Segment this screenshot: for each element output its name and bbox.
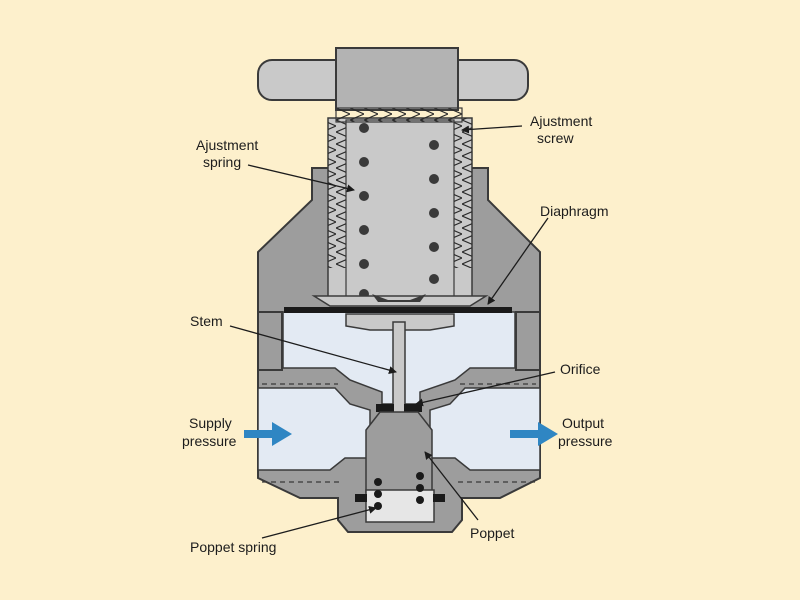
stem	[392, 321, 406, 417]
labels: Ajustment screw Ajustment spring Diaphra…	[182, 113, 613, 555]
thread-right	[454, 118, 472, 268]
orifice-seat	[376, 404, 422, 412]
screw-threads	[335, 107, 463, 123]
output-flow-arrow	[510, 422, 558, 446]
label-output-pressure-line2: pressure	[558, 433, 613, 449]
supply-flow-arrow	[244, 422, 292, 446]
label-supply-pressure-line2: pressure	[182, 433, 237, 449]
label-poppet: Poppet	[470, 525, 514, 541]
thread-left	[328, 118, 346, 268]
label-adjustment-spring-line1: Ajustment	[196, 137, 258, 153]
label-supply-pressure-line1: Supply	[189, 415, 232, 431]
label-adjustment-spring-line2: spring	[203, 154, 241, 170]
label-output-pressure-line1: Output	[562, 415, 604, 431]
label-stem: Stem	[190, 313, 223, 329]
label-poppet-spring: Poppet spring	[190, 539, 276, 555]
label-adjustment-screw-line2: screw	[537, 130, 574, 146]
knob-hub	[335, 47, 459, 111]
cavity-wall-left	[257, 311, 283, 371]
leader-lines	[229, 125, 556, 539]
label-adjustment-screw-line1: Ajustment	[530, 113, 592, 129]
poppet-assembly	[355, 411, 445, 523]
diaphragm	[284, 307, 512, 313]
adjustment-knob	[257, 47, 529, 123]
fluid-chambers	[257, 311, 541, 483]
spring-chamber	[327, 117, 473, 301]
label-diaphragm: Diaphragm	[540, 203, 608, 219]
spring-button-center	[372, 294, 426, 302]
label-orifice: Orifice	[560, 361, 601, 377]
cavity-wall-right	[515, 311, 541, 371]
